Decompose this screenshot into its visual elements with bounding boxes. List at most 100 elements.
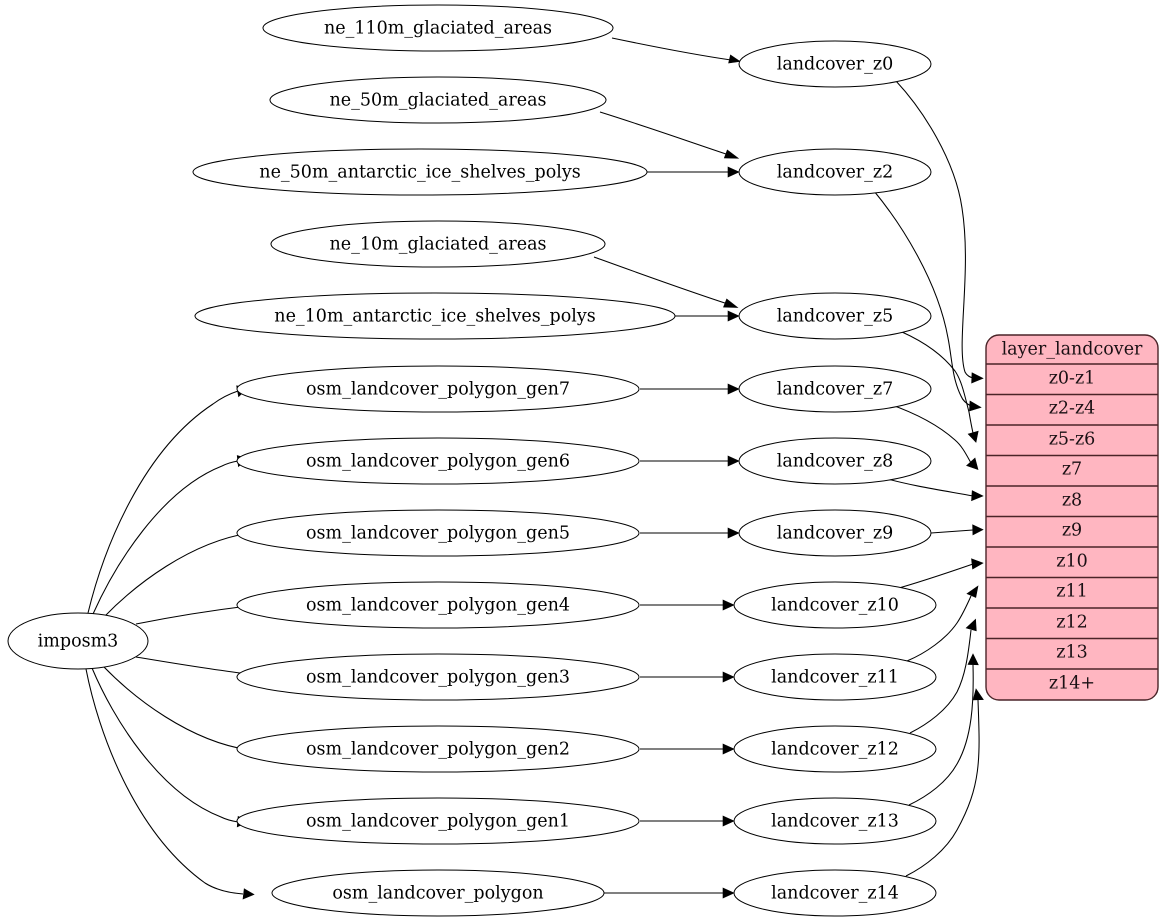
node-ellipse[interactable] bbox=[733, 581, 937, 629]
node-label: osm_landcover_polygon_gen1 bbox=[306, 812, 570, 832]
node-ellipse[interactable] bbox=[236, 365, 640, 413]
node-landcover_z0[interactable]: landcover_z0 bbox=[738, 40, 932, 88]
arrow-head bbox=[966, 585, 979, 598]
table-row[interactable]: z5-z6 bbox=[986, 430, 1158, 457]
node-landcover_z2[interactable]: landcover_z2 bbox=[738, 148, 932, 196]
node-osm_landcover_polygon_gen7[interactable]: osm_landcover_polygon_gen7 bbox=[236, 365, 640, 413]
node-label: landcover_z0 bbox=[777, 55, 894, 75]
edge-z9-to-row-z9 bbox=[930, 529, 974, 534]
node-ellipse[interactable] bbox=[270, 220, 606, 268]
edge-ne110m-to-z0 bbox=[611, 37, 732, 61]
node-osm_landcover_polygon[interactable]: osm_landcover_polygon bbox=[271, 869, 605, 917]
node-ellipse[interactable] bbox=[738, 437, 932, 485]
node-landcover_z12[interactable]: landcover_z12 bbox=[733, 725, 937, 773]
table-row-label: z12 bbox=[1056, 613, 1088, 633]
node-ellipse[interactable] bbox=[271, 869, 605, 917]
node-osm_landcover_polygon_gen2[interactable]: osm_landcover_polygon_gen2 bbox=[236, 725, 640, 773]
node-ellipse[interactable] bbox=[236, 509, 640, 557]
edge-z5-to-row-z5z6 bbox=[901, 331, 974, 434]
arrow-head bbox=[971, 490, 984, 502]
table-row[interactable]: z13 bbox=[986, 643, 1158, 670]
node-label: landcover_z10 bbox=[771, 596, 899, 616]
node-ellipse[interactable] bbox=[733, 797, 937, 845]
table-row[interactable]: z0-z1 bbox=[986, 369, 1158, 396]
node-ellipse[interactable] bbox=[236, 581, 640, 629]
table-row[interactable]: z11 bbox=[986, 582, 1158, 609]
node-landcover_z5[interactable]: landcover_z5 bbox=[738, 292, 932, 340]
node-ne_50m_antarctic_ice_shelves_polys[interactable]: ne_50m_antarctic_ice_shelves_polys bbox=[192, 148, 648, 196]
table-row[interactable]: z2-z4 bbox=[986, 399, 1158, 426]
node-landcover_z11[interactable]: landcover_z11 bbox=[733, 653, 937, 701]
node-ellipse[interactable] bbox=[236, 437, 640, 485]
table-row[interactable]: z12 bbox=[986, 613, 1158, 640]
node-ne_50m_glaciated_areas[interactable]: ne_50m_glaciated_areas bbox=[269, 76, 607, 124]
node-landcover_z9[interactable]: landcover_z9 bbox=[738, 509, 932, 557]
node-landcover_z13[interactable]: landcover_z13 bbox=[733, 797, 937, 845]
arrow-head bbox=[971, 372, 984, 384]
node-label: landcover_z9 bbox=[777, 524, 894, 544]
node-ellipse[interactable] bbox=[733, 725, 937, 773]
node-ellipse[interactable] bbox=[194, 292, 676, 340]
node-ne_110m_glaciated_areas[interactable]: ne_110m_glaciated_areas bbox=[262, 4, 614, 52]
edge-imposm3-to-osm-polygon bbox=[85, 668, 244, 895]
natural-earth-node-group: ne_110m_glaciated_areas ne_50m_glaciated… bbox=[192, 4, 676, 340]
table-row[interactable]: z7 bbox=[986, 460, 1158, 487]
node-ellipse[interactable] bbox=[738, 40, 932, 88]
node-ellipse[interactable] bbox=[733, 653, 937, 701]
node-label: osm_landcover_polygon bbox=[332, 884, 543, 904]
node-ellipse[interactable] bbox=[262, 4, 614, 52]
node-ne_10m_antarctic_ice_shelves_polys[interactable]: ne_10m_antarctic_ice_shelves_polys bbox=[194, 292, 676, 340]
node-osm_landcover_polygon_gen3[interactable]: osm_landcover_polygon_gen3 bbox=[236, 653, 640, 701]
arrow-head bbox=[727, 527, 740, 539]
node-ellipse[interactable] bbox=[269, 76, 607, 124]
node-osm_landcover_polygon_gen4[interactable]: osm_landcover_polygon_gen4 bbox=[236, 581, 640, 629]
table-row[interactable]: z9 bbox=[986, 521, 1158, 548]
node-label: landcover_z14 bbox=[771, 884, 899, 904]
node-ne_10m_glaciated_areas[interactable]: ne_10m_glaciated_areas bbox=[270, 220, 606, 268]
node-ellipse[interactable] bbox=[192, 148, 648, 196]
node-ellipse[interactable] bbox=[236, 725, 640, 773]
edge-imposm3-to-gen1 bbox=[91, 667, 239, 823]
node-landcover_z10[interactable]: landcover_z10 bbox=[733, 581, 937, 629]
node-landcover_z14[interactable]: landcover_z14 bbox=[733, 869, 937, 917]
table-row[interactable]: z10 bbox=[986, 552, 1158, 579]
edge-z7-to-row-z7 bbox=[888, 403, 972, 464]
node-osm_landcover_polygon_gen1[interactable]: osm_landcover_polygon_gen1 bbox=[236, 797, 640, 845]
node-osm_landcover_polygon_gen5[interactable]: osm_landcover_polygon_gen5 bbox=[236, 509, 640, 557]
edge-z11-to-row-z11 bbox=[906, 595, 972, 662]
node-ellipse[interactable] bbox=[738, 509, 932, 557]
node-label: ne_110m_glaciated_areas bbox=[324, 19, 552, 39]
node-label: landcover_z13 bbox=[771, 812, 899, 832]
node-landcover_z7[interactable]: landcover_z7 bbox=[738, 365, 932, 413]
edge-z2-to-row-z2z4 bbox=[873, 190, 972, 407]
node-label: landcover_z12 bbox=[771, 740, 899, 760]
table-row[interactable]: z14+ bbox=[1049, 674, 1095, 694]
arrow-head bbox=[966, 457, 979, 470]
node-ellipse[interactable] bbox=[738, 148, 932, 196]
table-row-label: z0-z1 bbox=[1049, 369, 1096, 389]
edge-imposm3-to-gen7 bbox=[87, 390, 239, 614]
node-imposm3[interactable]: imposm3 bbox=[7, 612, 149, 670]
node-ellipse[interactable] bbox=[738, 365, 932, 413]
table-background bbox=[985, 334, 1159, 701]
node-label: landcover_z2 bbox=[777, 163, 894, 183]
arrow-head bbox=[969, 400, 982, 412]
node-landcover_z8[interactable]: landcover_z8 bbox=[738, 437, 932, 485]
node-ellipse[interactable] bbox=[236, 797, 640, 845]
edge-z13-to-row-z13 bbox=[908, 664, 974, 806]
node-ellipse[interactable] bbox=[733, 869, 937, 917]
node-ellipse[interactable] bbox=[236, 653, 640, 701]
node-ellipse[interactable] bbox=[738, 292, 932, 340]
layer-landcover-table[interactable]: layer_landcover z0-z1 z2-z4 z5-z6 z7 bbox=[985, 334, 1159, 701]
table-row-label: z14+ bbox=[1049, 674, 1095, 694]
node-label: osm_landcover_polygon_gen5 bbox=[306, 524, 570, 544]
arrow-head bbox=[965, 618, 977, 632]
node-ellipse[interactable] bbox=[7, 612, 149, 670]
table-row[interactable]: z8 bbox=[986, 491, 1158, 518]
arrow-head bbox=[722, 743, 735, 755]
node-osm_landcover_polygon_gen6[interactable]: osm_landcover_polygon_gen6 bbox=[236, 437, 640, 485]
arrow-head bbox=[728, 54, 741, 64]
edge-ne50mglac-to-z2 bbox=[599, 111, 730, 156]
